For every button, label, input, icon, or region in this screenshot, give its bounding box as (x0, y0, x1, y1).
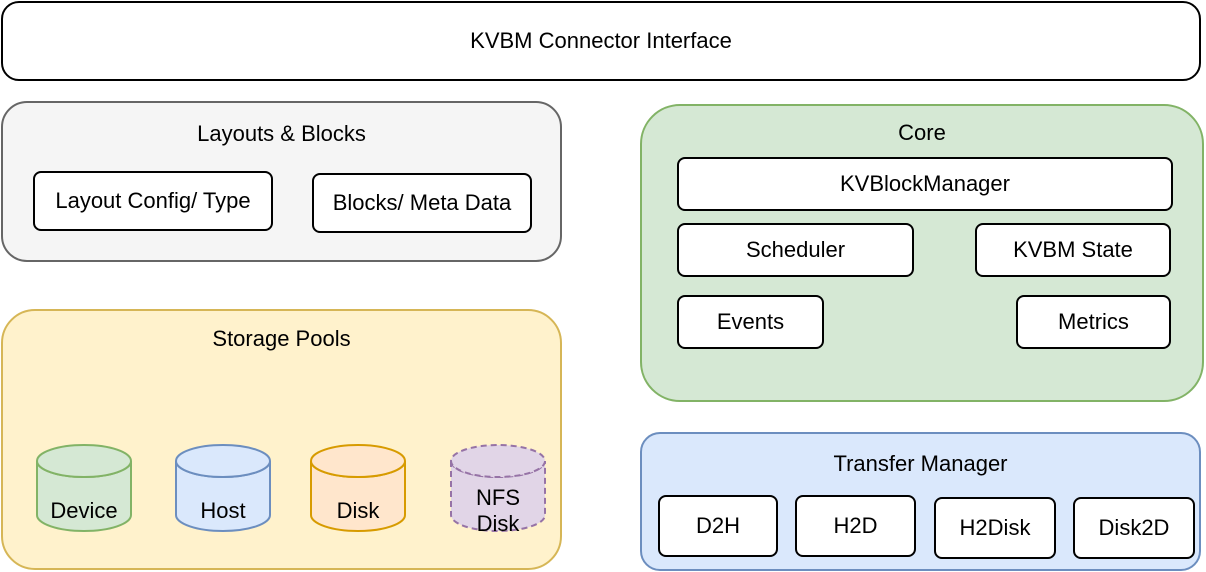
metrics-box: Metrics (1016, 295, 1171, 349)
connector-interface-box: KVBM Connector Interface (1, 1, 1201, 81)
blocks-metadata-label: Blocks/ Meta Data (332, 190, 512, 215)
nfs-disk-cylinder-shape (450, 444, 546, 532)
nfs-disk-pool-cylinder: NFS Disk (449, 443, 547, 536)
layout-config-box: Layout Config/ Type (33, 171, 273, 231)
kvbm-state-label: KVBM State (1013, 237, 1133, 262)
disk-cylinder-shape (310, 444, 406, 532)
device-pool-cylinder: Device (35, 443, 133, 533)
h2disk-label: H2Disk (959, 515, 1031, 540)
disk-pool-label: Disk (336, 498, 380, 523)
host-pool-cylinder: Host (174, 443, 272, 533)
transfer-manager-group: Transfer Manager D2H H2D H2Disk Disk2D (640, 432, 1201, 571)
disk2d-label: Disk2D (1098, 515, 1170, 540)
cylinder-top (450, 444, 546, 478)
cylinder-top (175, 444, 271, 478)
disk2d-box: Disk2D (1073, 497, 1195, 559)
cylinder-top (310, 444, 406, 478)
host-pool-label: Host (200, 498, 246, 523)
d2h-box: D2H (658, 495, 778, 557)
events-box: Events (677, 295, 824, 349)
core-group: Core KVBlockManager Scheduler KVBM State… (640, 104, 1204, 402)
connector-interface-label: KVBM Connector Interface (470, 28, 732, 53)
device-cylinder-shape (36, 444, 132, 532)
layout-config-label: Layout Config/ Type (55, 188, 251, 213)
cylinder-body (450, 460, 546, 532)
metrics-label: Metrics (1058, 309, 1129, 334)
host-cylinder-shape (175, 444, 271, 532)
h2d-label: H2D (833, 513, 878, 538)
storage-pools-title: Storage Pools (212, 326, 351, 351)
blocks-metadata-box: Blocks/ Meta Data (312, 173, 532, 233)
kvblockmanager-box: KVBlockManager (677, 157, 1173, 211)
scheduler-label: Scheduler (745, 237, 846, 262)
device-pool-label: Device (50, 498, 118, 523)
layouts-blocks-title: Layouts & Blocks (197, 121, 366, 146)
kvblockmanager-label: KVBlockManager (840, 171, 1010, 196)
cylinder-top (36, 444, 132, 478)
kvbm-state-box: KVBM State (975, 223, 1171, 277)
disk-pool-cylinder: Disk (309, 443, 407, 533)
h2d-box: H2D (795, 495, 916, 557)
layouts-blocks-group: Layouts & Blocks Layout Config/ Type Blo… (1, 101, 562, 262)
core-title: Core (898, 120, 946, 145)
scheduler-box: Scheduler (677, 223, 914, 277)
d2h-label: D2H (695, 513, 740, 538)
events-label: Events (716, 309, 785, 334)
transfer-manager-title: Transfer Manager (833, 451, 1008, 476)
storage-pools-group: Storage Pools Device Host Disk NFS Disk (1, 309, 562, 570)
nfs-disk-pool-label: NFS Disk (476, 485, 520, 536)
h2disk-box: H2Disk (934, 497, 1056, 559)
